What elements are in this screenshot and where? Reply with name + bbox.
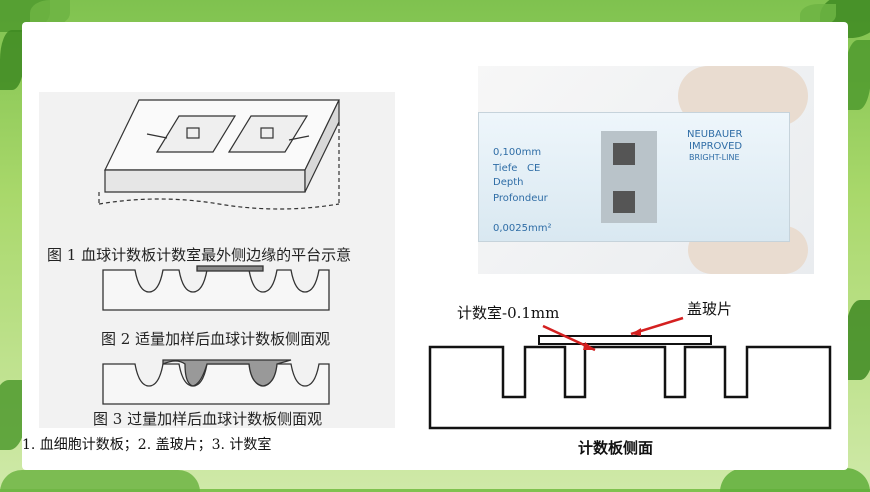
figure3-caption: 图 3 过量加样后血球计数板侧面观	[93, 410, 323, 428]
grid-square-bottom	[613, 191, 635, 213]
leaf-decoration	[0, 380, 26, 450]
board-profile	[428, 345, 832, 430]
coverslip-label: 盖玻片	[687, 300, 733, 318]
scanned-figure: 图 1 血球计数板计数室最外侧边缘的平台示意 图 2 适量加样后血球计数板侧面观…	[39, 92, 395, 428]
leaf-decoration	[845, 40, 870, 110]
figure1-caption: 图 1 血球计数板计数室最外侧边缘的平台示意	[47, 246, 352, 264]
brand-line-3: BRIGHT-LINE	[689, 153, 740, 162]
side-view-caption: 计数板侧面	[578, 439, 654, 457]
hemocytometer-diagrams	[98, 99, 340, 405]
coverslip-shape	[538, 335, 712, 345]
tiefe-label: Tiefe	[493, 163, 518, 174]
leaf-decoration	[0, 30, 24, 90]
hemocytometer-photo: 0,100mm Tiefe CE Depth Profondeur 0,0025…	[478, 66, 814, 274]
figure2-caption: 图 2 适量加样后血球计数板侧面观	[101, 330, 331, 348]
area-value: 0,0025mm²	[493, 223, 552, 234]
glass-slide: 0,100mm Tiefe CE Depth Profondeur 0,0025…	[478, 112, 790, 242]
brand-line-2: IMPROVED	[689, 141, 743, 152]
footnote-legend: 1. 血细胞计数板；2. 盖玻片；3. 计数室	[22, 437, 272, 453]
depth-value: 0,100mm	[493, 147, 542, 158]
chamber-label: 计数室-0.1mm	[457, 304, 560, 322]
leaf-decoration	[720, 468, 870, 492]
depth-label: Depth	[493, 177, 524, 188]
counting-board-side-diagram: 计数室-0.1mm 盖玻片	[425, 290, 845, 436]
leaf-decoration	[845, 300, 870, 380]
ce-mark: CE	[527, 163, 541, 174]
profondeur-label: Profondeur	[493, 193, 548, 204]
grid-square-top	[613, 143, 635, 165]
leaf-decoration	[800, 4, 836, 26]
leaf-decoration	[0, 470, 200, 492]
leaf-decoration	[30, 0, 70, 26]
brand-line-1: NEUBAUER	[687, 129, 743, 140]
